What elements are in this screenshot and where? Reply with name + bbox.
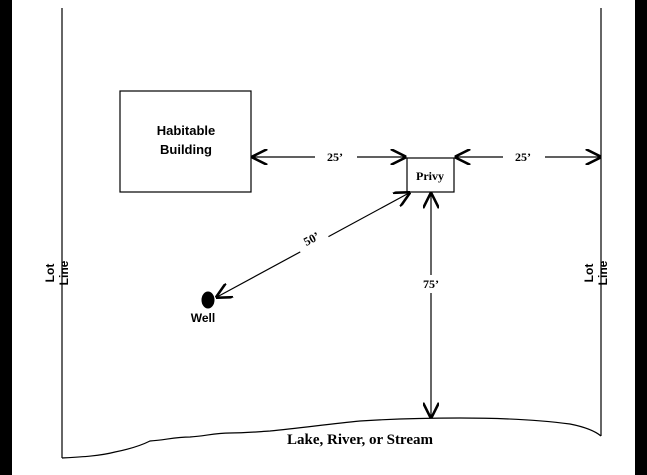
- lot-line-left-word2: Line: [57, 260, 71, 285]
- well-label: Well: [191, 311, 215, 325]
- lot-line-label-right: Lot Line: [582, 260, 610, 285]
- shoreline: [61, 417, 602, 459]
- lot-line-left-word1: Lot: [43, 264, 57, 283]
- water-label: Lake, River, or Stream: [287, 432, 433, 448]
- habitable-building: [119, 90, 252, 193]
- dimension-label-privy-water: 75’: [423, 277, 439, 291]
- dimension-label-privy-lotline: 25’: [515, 150, 531, 164]
- building-label-line1: Habitable: [157, 123, 216, 138]
- dimension-label-building-privy: 25’: [327, 150, 343, 164]
- setback-diagram: Habitable Building Privy 25’ 25’ 50’ 75’: [43, 8, 610, 459]
- dimension-label-privy-well: 50’: [301, 229, 322, 249]
- privy-label: Privy: [416, 169, 444, 183]
- privy: [406, 157, 455, 193]
- lot-line-label-left: Lot Line: [43, 260, 71, 285]
- well-marker: [201, 291, 215, 309]
- building-label-line2: Building: [160, 142, 212, 157]
- lot-line-right-word1: Lot: [582, 264, 596, 283]
- diagram-canvas: Habitable Building Privy 25’ 25’ 50’ 75’: [12, 0, 635, 475]
- lot-line-right-word2: Line: [596, 260, 610, 285]
